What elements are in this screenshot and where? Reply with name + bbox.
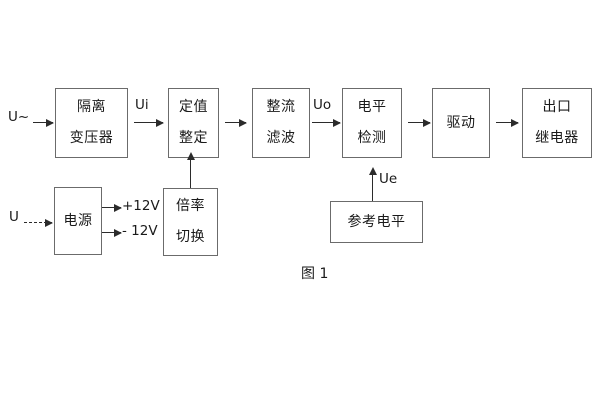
- input-label-u-ac: U~: [8, 109, 30, 125]
- arrow-head-icon: [333, 118, 341, 127]
- arrow-head-icon: [114, 228, 122, 237]
- signal-label-ue: Ue: [379, 171, 398, 187]
- arrow-head-icon: [45, 218, 53, 227]
- block-isolation-transformer-line1: 隔离: [77, 99, 106, 116]
- arrow-head-icon: [511, 118, 519, 127]
- block-drive-line1: 驱动: [446, 114, 476, 131]
- block-setpoint-adjust-line2: 整定: [179, 130, 208, 146]
- block-level-detect-line2: 检测: [357, 130, 387, 146]
- rail-label-negative: - 12V: [122, 223, 158, 239]
- block-rectify-filter-line1: 整流: [266, 99, 296, 116]
- block-multiplier-switch-line1: 倍率: [176, 198, 205, 215]
- arrow-head-icon: [46, 118, 54, 127]
- block-multiplier-switch[interactable]: 倍率 切换: [163, 188, 218, 256]
- arrow-head-icon: [239, 118, 247, 127]
- block-power-supply-line1: 电源: [63, 212, 93, 229]
- input-label-u-dc: U: [9, 209, 19, 225]
- block-isolation-transformer[interactable]: 隔离 变压器: [55, 88, 128, 158]
- block-output-relay[interactable]: 出口 继电器: [522, 88, 592, 158]
- arrow-head-icon: [114, 203, 122, 212]
- arrow-setpoint-to-rectify-filter: [225, 118, 247, 127]
- arrow-rail-negative: [102, 228, 122, 237]
- arrow-reference-level-to-level-detect: [368, 167, 377, 201]
- block-drive[interactable]: 驱动: [432, 88, 490, 158]
- block-isolation-transformer-line2: 变压器: [69, 130, 114, 146]
- block-rectify-filter[interactable]: 整流 滤波: [252, 88, 310, 158]
- arrow-input-to-isolation-transformer: [33, 118, 54, 127]
- block-output-relay-line2: 继电器: [535, 130, 579, 146]
- arrow-head-icon: [368, 167, 377, 175]
- arrow-multiplier-switch-to-setpoint: [186, 152, 195, 188]
- block-output-relay-line1: 出口: [542, 99, 572, 116]
- arrow-head-icon: [423, 118, 431, 127]
- arrow-input-to-power-supply: [24, 218, 53, 227]
- arrow-level-detect-to-drive: [408, 118, 431, 127]
- block-setpoint-adjust-line1: 定值: [179, 99, 208, 116]
- block-reference-level[interactable]: 参考电平: [330, 201, 423, 243]
- block-multiplier-switch-line2: 切换: [176, 229, 205, 245]
- signal-label-ui: Ui: [135, 97, 149, 113]
- block-level-detect-line1: 电平: [357, 99, 387, 116]
- block-setpoint-adjust[interactable]: 定值 整定: [168, 88, 219, 158]
- block-level-detect[interactable]: 电平 检测: [342, 88, 402, 158]
- rail-label-positive: +12V: [122, 198, 160, 214]
- block-reference-level-line1: 参考电平: [347, 213, 406, 230]
- arrow-head-icon: [186, 152, 195, 160]
- block-power-supply[interactable]: 电源: [54, 187, 102, 255]
- arrow-rectify-filter-to-level-detect: [312, 118, 341, 127]
- arrow-isolation-transformer-to-setpoint: [134, 118, 164, 127]
- arrow-head-icon: [156, 118, 164, 127]
- arrow-drive-to-output-relay: [496, 118, 519, 127]
- signal-label-uo: Uo: [313, 97, 332, 113]
- block-rectify-filter-line2: 滤波: [266, 130, 296, 146]
- arrow-rail-positive: [102, 203, 122, 212]
- figure-caption: 图 1: [301, 266, 329, 282]
